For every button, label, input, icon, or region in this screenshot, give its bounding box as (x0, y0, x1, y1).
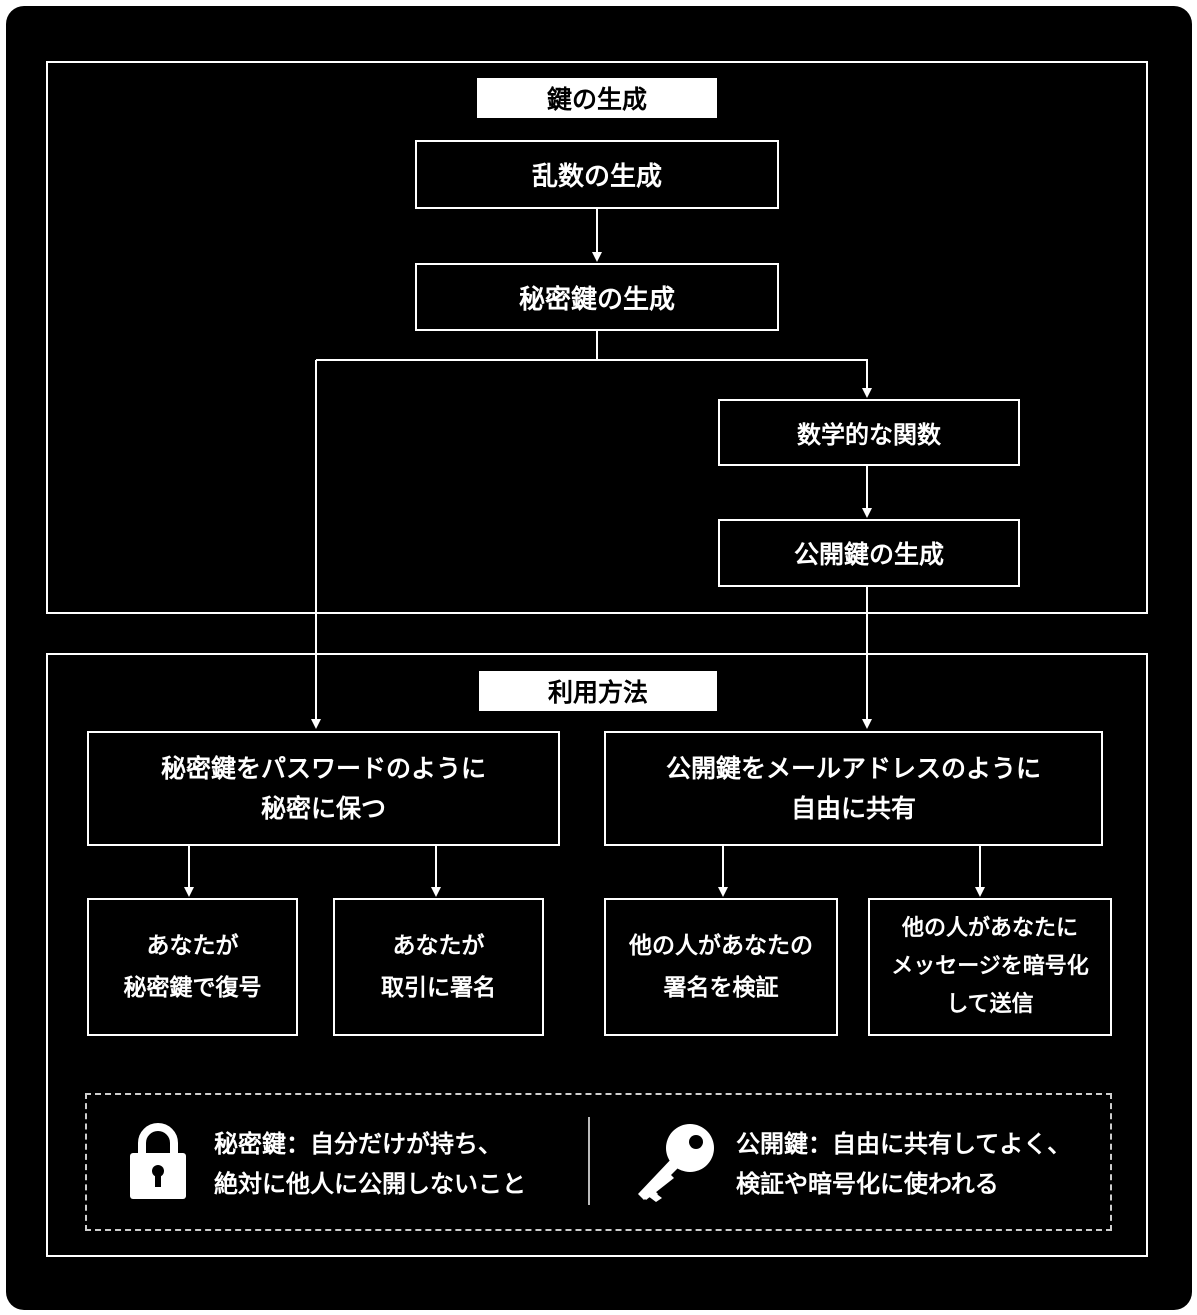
lock-icon (130, 1123, 186, 1199)
usage-section (46, 653, 1148, 1257)
math-function-label: 数学的な関数 (797, 421, 941, 449)
public-key-generation-label: 公開鍵の生成 (793, 540, 944, 569)
usage-title: 利用方法 (479, 671, 717, 711)
encrypt-label: 他の人があなたに メッセージを暗号化 して送信 (891, 916, 1089, 1017)
generation-section (46, 61, 1148, 614)
diagram-panel (6, 6, 1192, 1310)
public-key-usage-label: 公開鍵をメールアドレスのように 自由に共有 (665, 753, 1041, 823)
decrypt-box: あなたが 秘密鍵で復号 (87, 898, 298, 1036)
verify-box: 他の人があなたの 署名を検証 (604, 898, 838, 1036)
key-icon (638, 1124, 714, 1202)
private-key-usage-box: 秘密鍵をパスワードのように 秘密に保つ (87, 731, 560, 846)
public-key-usage-box: 公開鍵をメールアドレスのように 自由に共有 (604, 731, 1103, 846)
random-generation-box: 乱数の生成 (415, 140, 779, 209)
private-key-usage-label: 秘密鍵をパスワードのように 秘密に保つ (160, 753, 486, 823)
private-key-generation-label: 秘密鍵の生成 (518, 284, 675, 315)
sign-label: あなたが 取引に署名 (381, 933, 496, 1001)
verify-label: 他の人があなたの 署名を検証 (629, 933, 813, 1001)
sign-box: あなたが 取引に署名 (333, 898, 544, 1036)
random-generation-label: 乱数の生成 (531, 162, 662, 192)
encrypt-box: 他の人があなたに メッセージを暗号化 して送信 (868, 898, 1112, 1036)
public-key-generation-box: 公開鍵の生成 (718, 519, 1020, 587)
private-key-generation-box: 秘密鍵の生成 (415, 263, 779, 331)
decrypt-label: あなたが 秘密鍵で復号 (123, 933, 262, 1001)
generation-title: 鍵の生成 (477, 78, 717, 118)
legend-box (85, 1093, 1112, 1231)
legend-private-text: 秘密鍵：自分だけが持ち、 絶対に他人に公開しないこと (214, 1130, 526, 1198)
math-function-box: 数学的な関数 (718, 399, 1020, 466)
legend-public-text: 公開鍵：自由に共有してよく、 検証や暗号化に使われる (736, 1130, 1072, 1198)
